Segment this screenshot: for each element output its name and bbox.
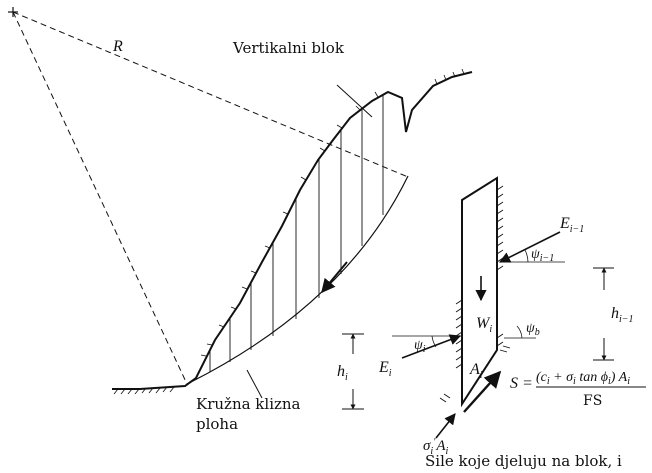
force-E-upper-arrow <box>498 231 561 263</box>
psi-base-label: ψb <box>526 321 540 338</box>
formula-lhs: S = <box>510 375 533 392</box>
formula-numerator: (ci + σi tan ϕi) Ai <box>536 370 630 387</box>
block-free-body: Ei−1 ψi−1 hi−1 Wi ψb ψi <box>337 176 646 457</box>
E-upper-label: Ei−1 <box>559 215 584 235</box>
h-upper-label: hi−1 <box>611 305 634 325</box>
normal-force-arrow <box>435 413 456 439</box>
slip-surface-label-line2: ploha <box>196 415 238 433</box>
slip-surface-leader <box>246 369 263 399</box>
psi-base-arc <box>516 325 523 339</box>
psi-upper-arc <box>524 249 529 263</box>
vertical-block-label: Vertikalni blok <box>232 39 345 57</box>
ground-surface <box>112 71 473 390</box>
block-right-hatching <box>496 185 504 347</box>
A-label: Ai <box>469 361 483 381</box>
slice-lines <box>209 95 384 372</box>
forces-caption: Sile koje djeluju na blok, i <box>425 452 622 470</box>
shear-formula: S = (ci + σi tan ϕi) Ai FS <box>510 370 646 409</box>
shear-force-arrow <box>463 370 502 413</box>
psi-lower-arc <box>431 335 437 348</box>
normal-force-label: σi′Ai <box>423 437 449 457</box>
radius-line-to-top <box>12 11 409 178</box>
formula-denominator: FS <box>583 393 602 409</box>
psi-upper-label: ψi−1 <box>531 247 554 264</box>
radius-line-to-toe <box>12 11 188 385</box>
W-label: Wi <box>476 315 492 335</box>
ground-hatching <box>113 68 465 395</box>
slip-surface <box>186 175 409 385</box>
E-lower-label: Ei <box>378 359 392 379</box>
radius-label: R <box>112 38 123 55</box>
h-upper-dimension <box>593 267 614 361</box>
force-E-lower-arrow <box>401 334 462 359</box>
h-lower-dimension <box>342 333 364 410</box>
sliding-direction-arrow <box>321 261 348 294</box>
vertical-block-leader <box>336 84 373 118</box>
psi-lower-label: ψi <box>414 338 426 355</box>
h-lower-label: hi <box>337 363 348 383</box>
slip-surface-label-line1: Kružna klizna <box>196 395 301 413</box>
base-ticks <box>439 345 511 403</box>
